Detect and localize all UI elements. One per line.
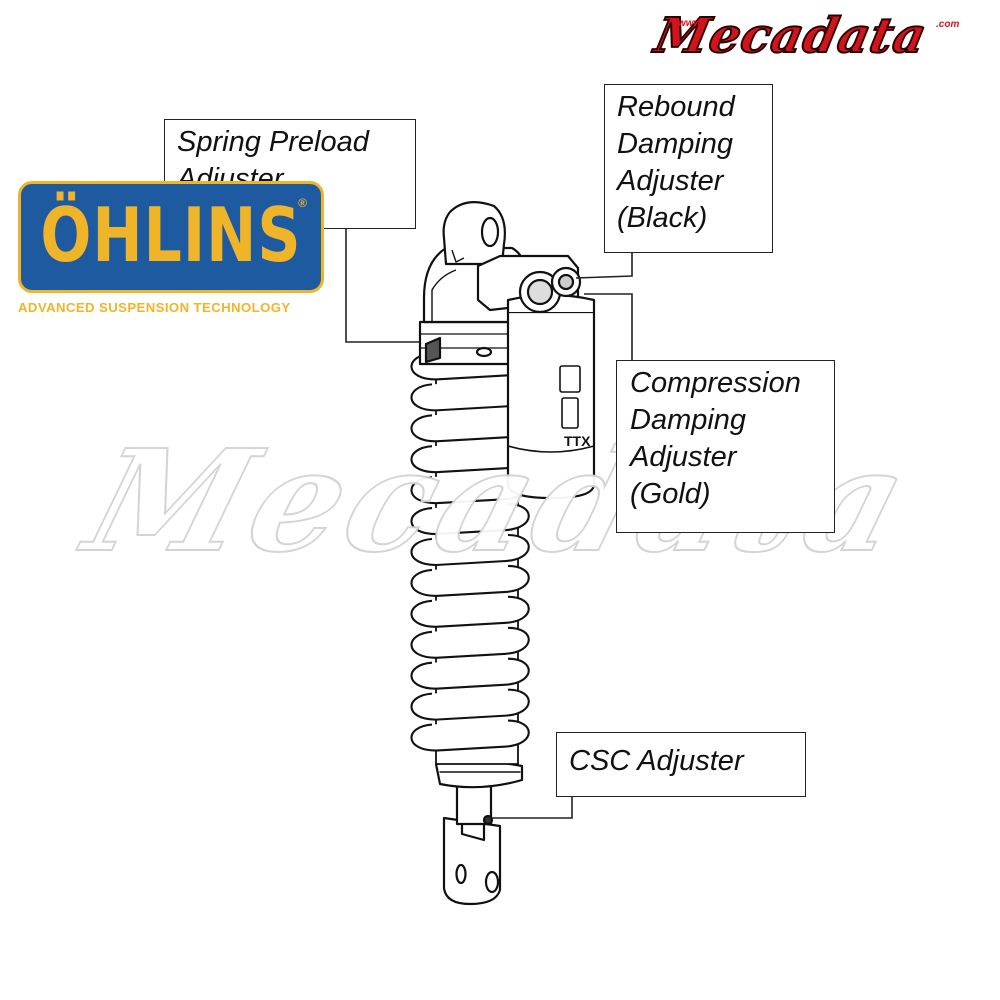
spring-coil	[410, 533, 530, 567]
leader-compression	[584, 293, 633, 360]
leader-spring-preload	[345, 229, 420, 343]
spring-coil	[410, 564, 530, 597]
mecadata-logo-text: Mecadata	[649, 7, 933, 65]
mecadata-logo-www: www.	[678, 18, 704, 29]
spring-coil	[410, 595, 530, 628]
leader-lines	[345, 229, 633, 819]
reservoir-ttx-label: TTX	[564, 433, 591, 449]
spring-coil	[410, 688, 530, 721]
leader-rebound	[575, 253, 633, 279]
ohlins-wordmark: ÖHLINS	[40, 192, 302, 280]
spring-coil	[410, 503, 530, 536]
mecadata-logo: Mecadata www. .com	[586, 7, 996, 72]
spring-coil	[410, 719, 530, 752]
callout-compression-damping-adjuster: Compression Damping Adjuster (Gold)	[616, 360, 835, 533]
callout-rebound-damping-adjuster: Rebound Damping Adjuster (Black)	[604, 84, 773, 253]
ohlins-logo-plate: ÖHLINS ®	[18, 181, 324, 293]
callout-csc-adjuster: CSC Adjuster	[556, 732, 806, 797]
coil-spring	[410, 348, 530, 752]
ohlins-logo: ÖHLINS ® ADVANCED SUSPENSION TECHNOLOGY	[14, 179, 330, 319]
registered-mark: ®	[298, 196, 307, 210]
ohlins-tagline: ADVANCED SUSPENSION TECHNOLOGY	[18, 300, 291, 315]
leader-csc	[492, 797, 573, 819]
mecadata-logo-com: .com	[936, 19, 960, 30]
spring-coil	[410, 657, 530, 690]
spring-coil	[410, 626, 530, 659]
